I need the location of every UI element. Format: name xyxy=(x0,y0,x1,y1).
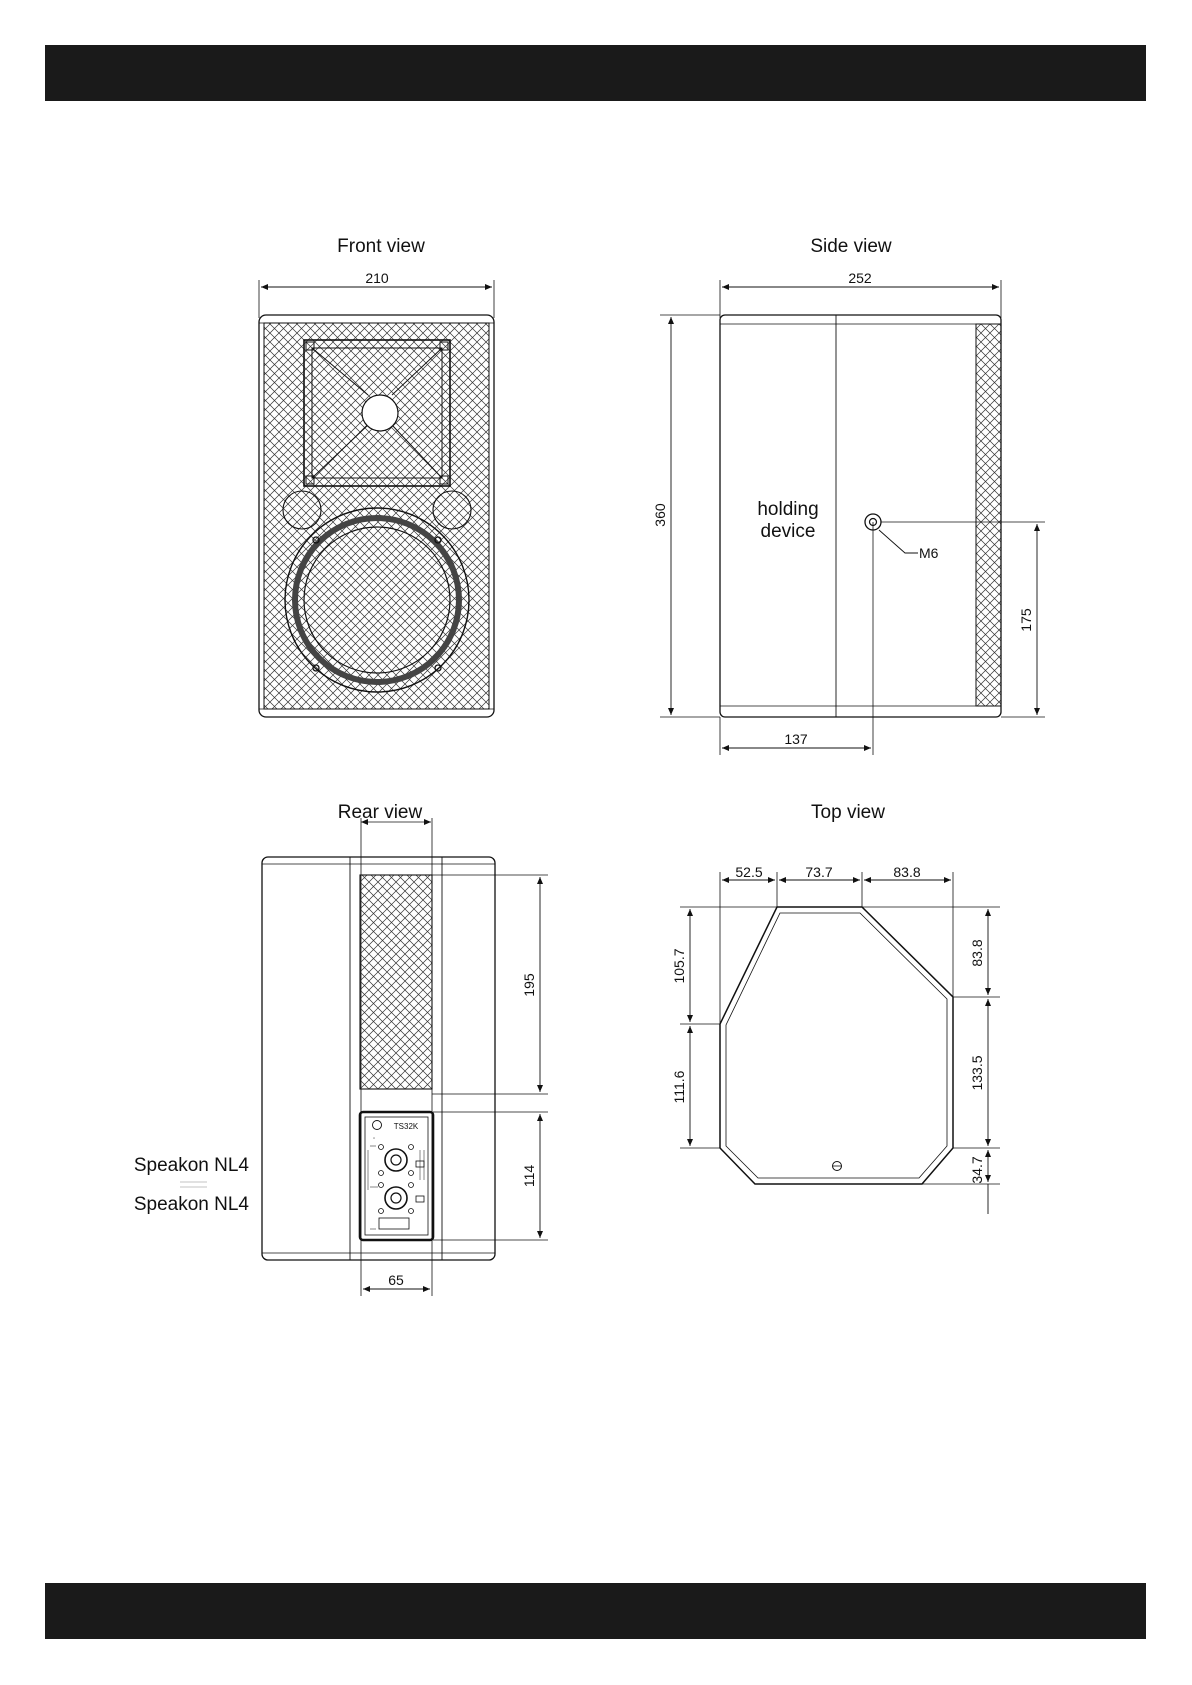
top-view-title: Top view xyxy=(811,802,885,823)
front-view-title: Front view xyxy=(337,236,425,257)
side-view-title: Side view xyxy=(810,236,892,257)
mount-height-dimension: 175 xyxy=(1018,608,1034,632)
rear-grille xyxy=(360,875,432,1089)
connector-panel xyxy=(360,1112,433,1240)
holding-device-label-line1: holding xyxy=(757,499,818,520)
top-width-2: 73.7 xyxy=(805,864,832,880)
horn-throat xyxy=(362,395,398,431)
holding-device-label-line2: device xyxy=(761,521,816,542)
top-view: Top view 52.5 73.7 83.8 105.7 111.6 xyxy=(671,802,1000,1214)
top-right-mid-dimension: 133.5 xyxy=(969,1055,985,1090)
top-right-upper-dimension: 83.8 xyxy=(969,939,985,966)
top-outline xyxy=(720,907,953,1184)
rear-panel-width-dimension: 65 xyxy=(388,1272,404,1288)
speakon-link-icon[interactable] xyxy=(385,1187,407,1209)
rear-panel-height-dimension: 114 xyxy=(521,1165,537,1188)
connector-label-1: Speakon NL4 xyxy=(134,1155,250,1176)
front-width-dimension: 210 xyxy=(365,270,389,286)
side-view: Side view 252 360 holding device M6 xyxy=(652,236,1045,755)
top-width-1: 52.5 xyxy=(735,864,762,880)
rear-view: Rear view TS32K xyxy=(134,802,548,1296)
connector-label-2: Speakon NL4 xyxy=(134,1194,250,1215)
rear-grille-height-dimension: 195 xyxy=(521,973,537,997)
top-left-upper-dimension: 105.7 xyxy=(671,948,687,983)
side-grille xyxy=(976,324,1001,706)
panel-model-label: TS32K xyxy=(394,1122,419,1131)
top-right-lower-dimension: 34.7 xyxy=(969,1156,985,1183)
side-depth-dimension: 252 xyxy=(848,270,872,286)
mount-depth-dimension: 137 xyxy=(784,731,808,747)
top-left-lower-dimension: 111.6 xyxy=(671,1070,687,1103)
speakon-input-icon[interactable] xyxy=(385,1149,407,1171)
top-width-3: 83.8 xyxy=(893,864,920,880)
side-height-dimension: 360 xyxy=(652,503,668,527)
thread-label: M6 xyxy=(919,545,939,561)
rear-view-title: Rear view xyxy=(338,802,423,823)
front-view: Front view 210 xyxy=(259,236,494,717)
